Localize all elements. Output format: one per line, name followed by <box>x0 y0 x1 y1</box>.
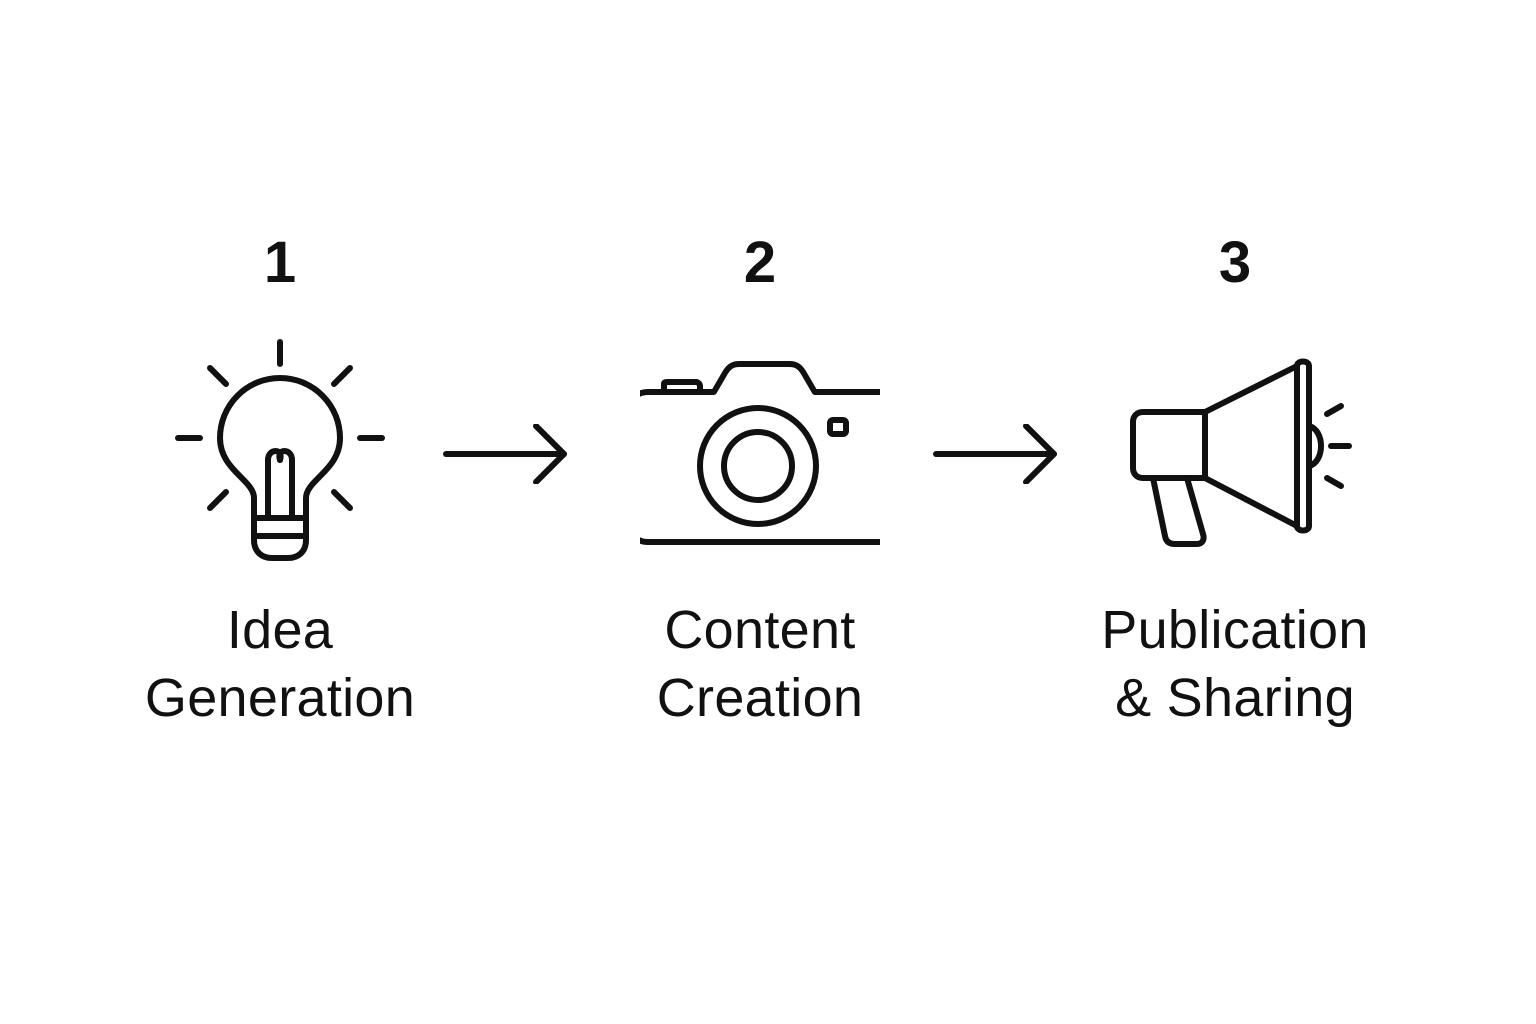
arrow-right-icon <box>933 424 1057 484</box>
step-publication-sharing: 3 Publication & Sharing <box>1055 0 1415 1024</box>
step-label: Publication & Sharing <box>1101 600 1369 728</box>
step-idea-generation: 1 Idea Generation <box>100 0 460 1024</box>
step-number: 3 <box>1218 230 1252 295</box>
step-label: Idea Generation <box>144 600 416 728</box>
step-number: 1 <box>263 230 297 295</box>
lightbulb-icon <box>175 339 385 561</box>
arrow-right-icon <box>443 424 567 484</box>
camera-icon <box>640 361 880 545</box>
step-number: 2 <box>743 230 777 295</box>
step-label: Content Creation <box>656 600 864 728</box>
step-content-creation: 2 Content Creation <box>580 0 940 1024</box>
megaphone-icon <box>1130 358 1352 547</box>
